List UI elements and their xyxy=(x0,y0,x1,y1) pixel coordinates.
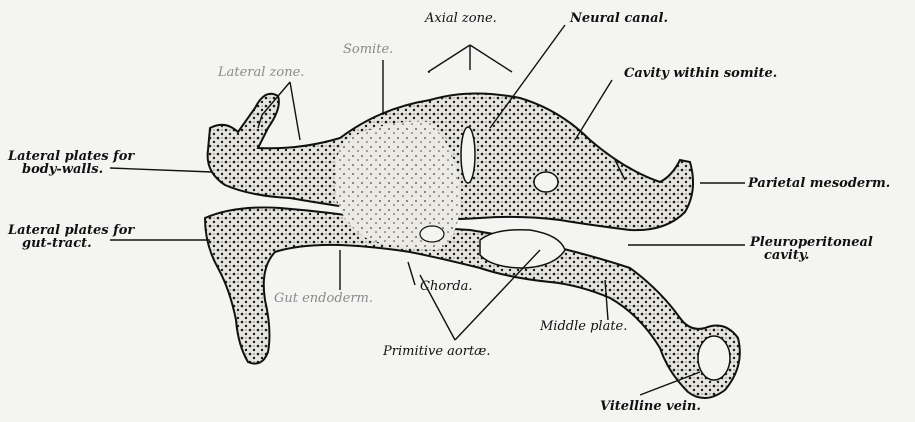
label-axial-zone: Axial zone. xyxy=(425,12,497,25)
label-lateral-plates-gut-tract-line2: gut-tract. xyxy=(8,237,134,250)
label-somite: Somite. xyxy=(343,43,393,56)
label-parietal-mesoderm: Parietal mesoderm. xyxy=(748,177,890,190)
vitelline-vein-shape xyxy=(698,336,730,380)
somite-cavity-shape xyxy=(534,172,558,192)
label-vitelline-vein: Vitelline vein. xyxy=(600,400,701,413)
label-lateral-zone: Lateral zone. xyxy=(218,66,304,79)
label-middle-plate: Middle plate. xyxy=(540,320,627,333)
label-lateral-plates-body-walls: Lateral plates for body-walls. xyxy=(8,150,134,176)
label-cavity-within-somite: Cavity within somite. xyxy=(624,67,777,80)
neural-canal-shape xyxy=(461,127,475,183)
label-lateral-plates-body-walls-line2: body-walls. xyxy=(8,163,134,176)
label-lateral-plates-gut-tract: Lateral plates for gut-tract. xyxy=(8,224,134,250)
label-chorda: Chorda. xyxy=(420,280,473,293)
chorda-shape xyxy=(420,226,444,242)
label-primitive-aortae: Primitive aortæ. xyxy=(383,345,491,358)
label-pleuroperitoneal-cavity: Pleuroperitoneal cavity. xyxy=(750,236,873,262)
label-pleuroperitoneal-line2: cavity. xyxy=(750,249,873,262)
label-neural-canal: Neural canal. xyxy=(570,12,668,25)
label-gut-endoderm: Gut endoderm. xyxy=(274,292,373,305)
